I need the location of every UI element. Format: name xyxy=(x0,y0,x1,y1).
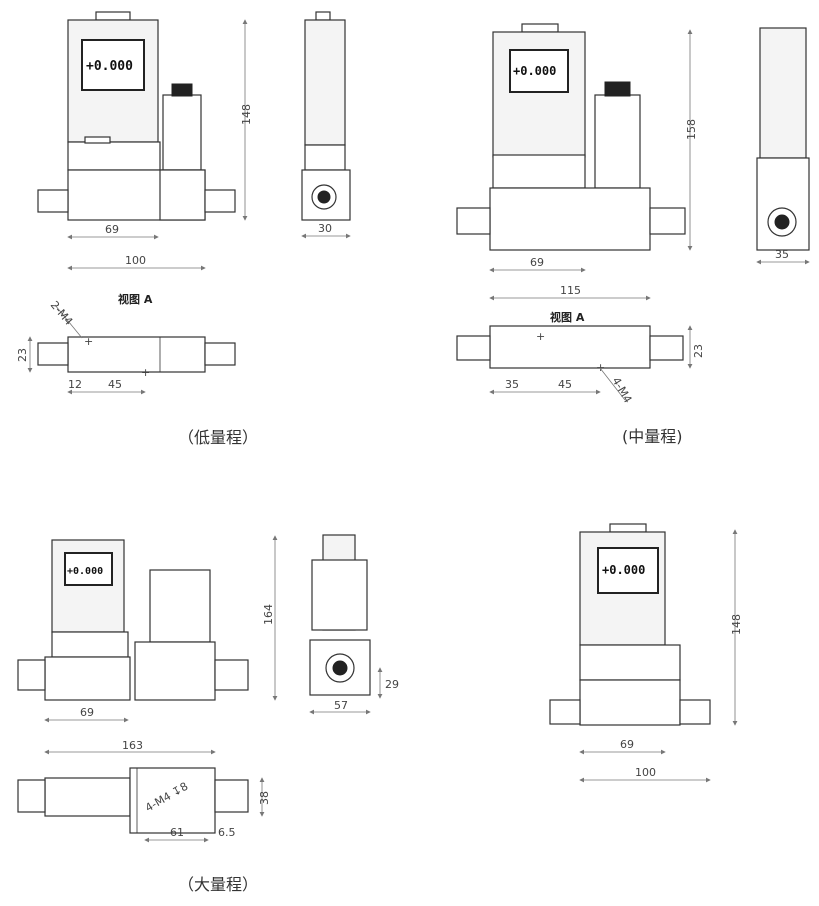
dim-bottom-height: 38 xyxy=(258,791,271,805)
dim-height: 148 xyxy=(730,614,743,635)
dim-bottom-height: 23 xyxy=(692,344,705,358)
low-range-view-a: 视图 A + + 23 12 45 2-M4 （低量程） xyxy=(16,292,258,447)
mount-hole-icon: + xyxy=(596,361,605,374)
dim-total-width: 115 xyxy=(560,284,581,297)
dim-height: 158 xyxy=(685,119,698,140)
dim-spacing: 45 xyxy=(108,378,122,391)
dim-height: 164 xyxy=(262,604,275,625)
dim-bottom-height: 23 xyxy=(16,348,29,362)
dim-offset: 35 xyxy=(505,378,519,391)
display-reading: +0.000 xyxy=(67,566,103,577)
low-range-front-view: +0.000 148 69 100 xyxy=(37,11,253,271)
thread-spec: 2-M4 xyxy=(48,299,76,328)
high-range-bottom-view: 38 61 6.5 4-M4 ↧8 （大量程） xyxy=(17,767,271,894)
view-a-label: 视图 A xyxy=(118,292,153,306)
dim-total-width: 100 xyxy=(125,254,146,267)
dim-total-width: 100 xyxy=(635,766,656,779)
extra-front-view: +0.000 148 69 100 xyxy=(549,523,743,783)
thread-spec: 4-M4 xyxy=(609,375,634,405)
dim-total-width: 163 xyxy=(122,739,143,752)
mid-range-view-a: 视图 A + + 23 35 45 4-M4 (中量程) xyxy=(456,310,705,446)
caption: （大量程） xyxy=(178,875,258,894)
mid-range-side-view: 35 xyxy=(756,27,810,265)
display-reading: +0.000 xyxy=(602,563,645,577)
display-reading: +0.000 xyxy=(86,59,133,74)
mount-hole-icon: + xyxy=(84,335,93,348)
high-range-side-view: 29 57 xyxy=(309,534,399,715)
dim-body-width: 69 xyxy=(80,706,94,719)
dim-side-width: 35 xyxy=(775,248,789,261)
dim-offset: 12 xyxy=(68,378,82,391)
high-range-front-view: +0.000 164 69 163 xyxy=(17,535,278,755)
display-reading: +0.000 xyxy=(513,64,556,78)
dim-spacing: 61 xyxy=(170,826,184,839)
mid-range-front-view: +0.000 158 69 115 xyxy=(456,23,698,301)
dim-body-width: 69 xyxy=(530,256,544,269)
dim-offset: 6.5 xyxy=(218,826,236,839)
caption: (中量程) xyxy=(622,427,683,446)
dim-body-width: 69 xyxy=(620,738,634,751)
dim-body-width: 69 xyxy=(105,223,119,236)
dim-side-height: 29 xyxy=(385,678,399,691)
dim-spacing: 45 xyxy=(558,378,572,391)
dim-height: 148 xyxy=(240,104,253,125)
view-a-label: 视图 A xyxy=(550,310,585,324)
caption: （低量程） xyxy=(178,428,258,447)
low-range-side-view: 30 xyxy=(301,11,351,239)
mount-hole-icon: + xyxy=(536,330,545,343)
dim-side-width: 30 xyxy=(318,222,332,235)
dim-side-width: 57 xyxy=(334,699,348,712)
mount-hole-icon: + xyxy=(141,366,150,379)
